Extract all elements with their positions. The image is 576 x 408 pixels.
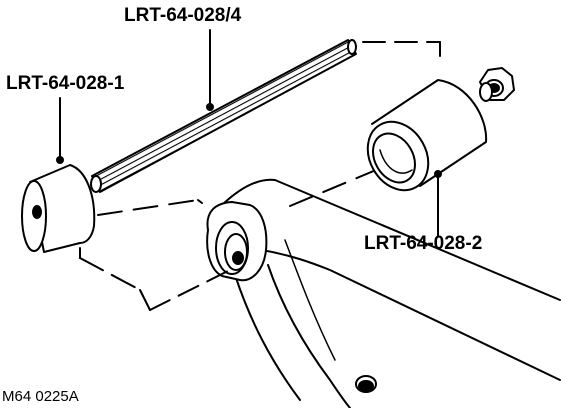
end-cap [21,164,96,253]
threaded-rod-label: LRT-64-028/4 [124,5,242,26]
threaded-rod [90,39,357,193]
figure-reference: M64 0225A [2,388,79,405]
end-cap-label: LRT-64-028-1 [6,73,125,94]
leader-lines [56,29,442,237]
assembly-guide-lines [79,41,441,311]
suspension-arm [206,178,561,408]
sleeve [366,79,488,192]
sleeve-label: LRT-64-028-2 [364,233,483,254]
hex-nut [479,67,515,102]
